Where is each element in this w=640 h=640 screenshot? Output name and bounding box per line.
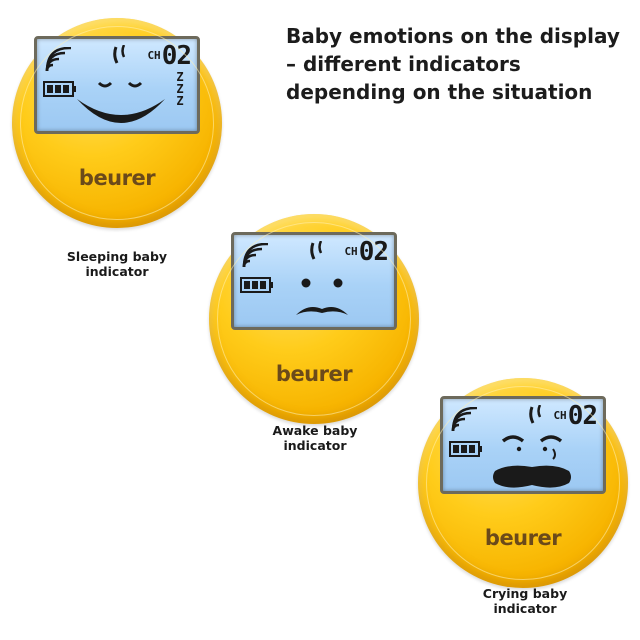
drop-icon [310, 241, 323, 260]
channel-label: CH [344, 245, 358, 258]
caption-line: indicator [493, 601, 557, 616]
battery-icon [449, 441, 482, 457]
caption-line: indicator [283, 438, 347, 453]
device-crying: CH 02 beurer [418, 378, 628, 588]
caption-sleeping: Sleeping baby indicator [42, 249, 192, 279]
caption-crying: Crying baby indicator [450, 586, 600, 616]
drop-icon [529, 405, 542, 424]
brand-logo: beurer [484, 526, 562, 550]
caption-awake: Awake baby indicator [240, 423, 390, 453]
channel-display: CH 02 [344, 237, 389, 267]
brand-logo: beurer [78, 166, 156, 190]
lcd-screen: CH 02 [440, 396, 606, 494]
sleeping-face-icon [77, 81, 165, 123]
headline: Baby emotions on the display – different… [286, 24, 620, 104]
caption-line: indicator [85, 264, 149, 279]
battery-icon [43, 81, 76, 97]
signal-icon [45, 47, 72, 72]
caption-line: Awake baby [272, 423, 358, 438]
device-awake: CH 02 beurer [209, 214, 419, 424]
channel-display: CH 02 [147, 41, 192, 71]
channel-label: CH [147, 49, 161, 62]
brand-logo: beurer [275, 362, 353, 386]
lcd-screen: CH 02 [231, 232, 397, 330]
crying-face-icon [493, 435, 571, 488]
drop-icon [113, 45, 126, 64]
channel-number: 02 [567, 401, 598, 431]
channel-display: CH 02 [553, 401, 598, 431]
awake-face-icon [296, 278, 348, 315]
signal-icon [242, 243, 269, 268]
caption-line: Sleeping baby [66, 249, 168, 264]
channel-number: 02 [161, 41, 192, 71]
channel-label: CH [553, 409, 567, 422]
signal-icon [451, 407, 478, 432]
battery-icon [240, 277, 273, 293]
channel-number: 02 [358, 237, 389, 267]
caption-line: Crying baby [482, 586, 568, 601]
